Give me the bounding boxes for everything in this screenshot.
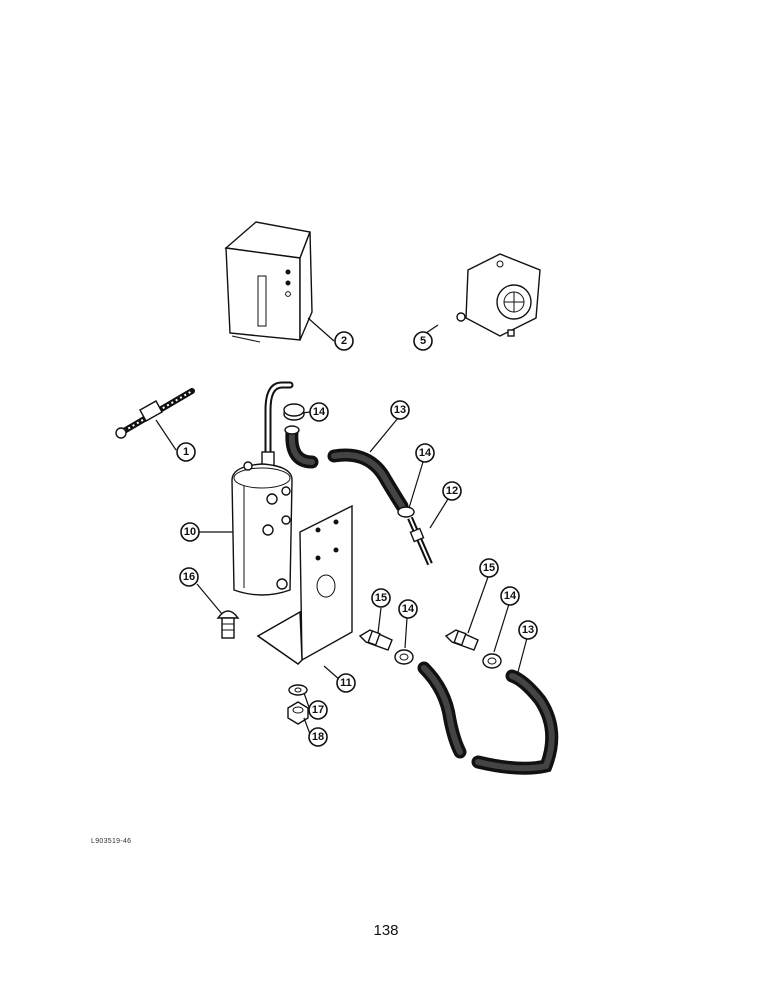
svg-text:13: 13 xyxy=(522,624,534,636)
svg-text:14: 14 xyxy=(402,603,415,615)
svg-text:12: 12 xyxy=(446,485,458,497)
svg-text:16: 16 xyxy=(183,571,195,583)
svg-text:11: 11 xyxy=(340,677,352,689)
callout-1: 1 xyxy=(176,442,196,462)
part-13-hose-upper xyxy=(284,425,409,513)
callout-16: 16 xyxy=(179,567,199,587)
part-15-fitting-right xyxy=(444,629,479,651)
svg-text:13: 13 xyxy=(394,404,406,416)
part-14-clamp-lower-right xyxy=(482,653,502,669)
svg-text:15: 15 xyxy=(375,592,387,604)
callout-18: 18 xyxy=(308,727,328,747)
part-14-clamp-middle xyxy=(397,506,415,518)
part-11-mounting-bracket xyxy=(256,504,353,665)
callout-14-lower-right: 14 xyxy=(500,586,520,606)
svg-text:14: 14 xyxy=(504,590,517,602)
callout-13-upper: 13 xyxy=(390,400,410,420)
callout-15-left: 15 xyxy=(371,588,391,608)
callout-15-right: 15 xyxy=(479,558,499,578)
callout-11: 11 xyxy=(336,673,356,693)
svg-text:2: 2 xyxy=(341,335,347,347)
leader-lines xyxy=(155,317,528,735)
callout-2: 2 xyxy=(334,331,354,351)
svg-text:10: 10 xyxy=(184,526,196,538)
part-14-clamp-lower-left xyxy=(394,649,414,665)
svg-text:18: 18 xyxy=(312,731,324,743)
callout-14-lower-left: 14 xyxy=(398,599,418,619)
part-14-clamp-top xyxy=(283,403,305,421)
part-5-gauge-housing xyxy=(456,253,541,337)
part-18-nut xyxy=(287,701,309,725)
callout-10: 10 xyxy=(180,522,200,542)
svg-text:14: 14 xyxy=(419,447,432,459)
callout-14-top: 14 xyxy=(309,402,329,422)
callout-5: 5 xyxy=(413,331,433,351)
page-number: 138 xyxy=(373,922,399,939)
part-13-hose-lower-right xyxy=(471,669,559,775)
svg-text:17: 17 xyxy=(312,704,324,716)
callout-17: 17 xyxy=(308,700,328,720)
part-12-connector xyxy=(407,516,433,566)
part-13-hose-lower-left xyxy=(417,661,467,759)
callout-12: 12 xyxy=(442,481,462,501)
svg-text:5: 5 xyxy=(420,335,426,347)
part-10-canister xyxy=(231,381,294,596)
callout-13-lower: 13 xyxy=(518,620,538,640)
part-17-washer xyxy=(288,684,308,696)
part-2-control-box xyxy=(224,221,313,343)
part-15-fitting-left xyxy=(358,629,393,651)
svg-text:1: 1 xyxy=(183,446,189,458)
callout-14-middle: 14 xyxy=(415,443,435,463)
figure-code: L903519-46 xyxy=(91,838,132,845)
svg-text:15: 15 xyxy=(483,562,495,574)
part-16-bolt xyxy=(216,610,240,639)
part-1-probe-bolt xyxy=(115,388,195,439)
svg-text:14: 14 xyxy=(313,406,326,418)
